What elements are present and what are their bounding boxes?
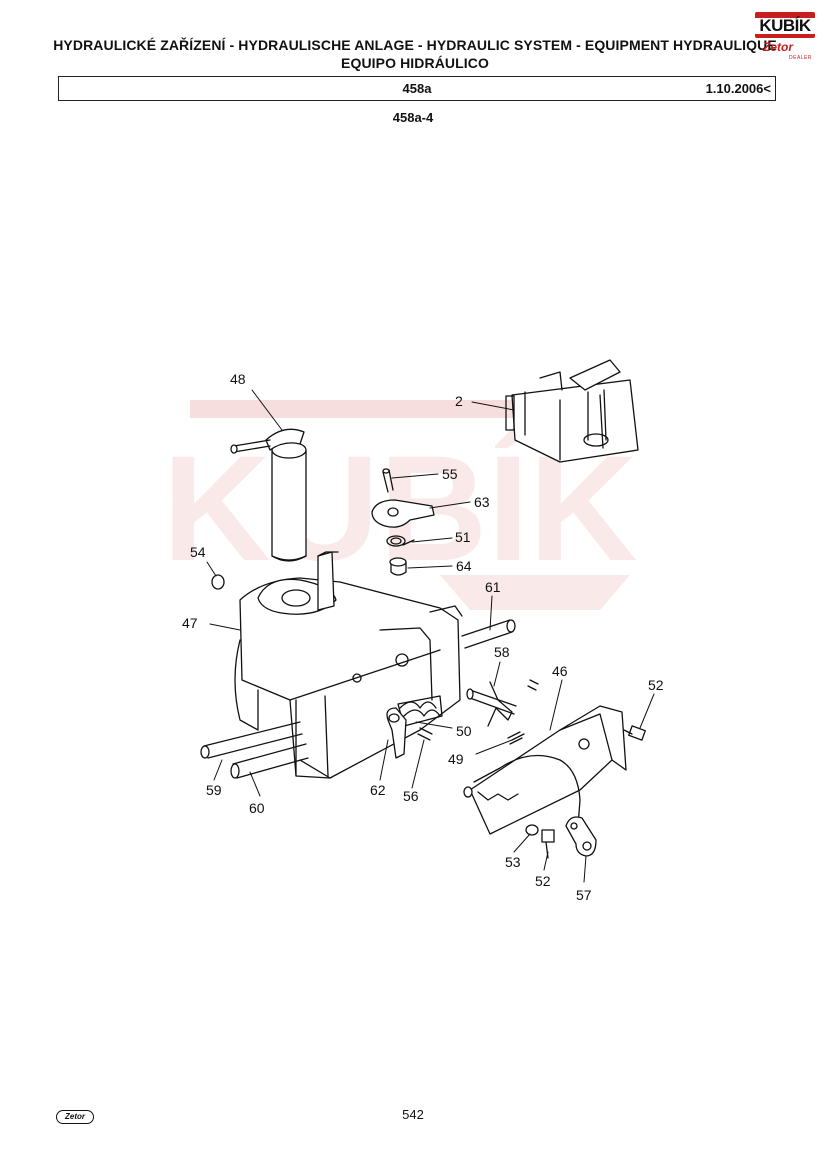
label-58: 58 [494,644,510,660]
label-56: 56 [403,788,419,804]
part-64-bushing [389,557,407,576]
label-64: 64 [456,558,472,574]
label-61: 61 [485,579,501,595]
label-63: 63 [474,494,490,510]
logo-brand: Zetor [763,40,793,54]
part-57-lever [565,816,597,857]
label-53: 53 [505,854,521,870]
section-date: 1.10.2006< [705,81,771,96]
part-53-washer [525,824,539,836]
leader-lines [206,389,655,883]
part-49-spring [507,731,525,745]
label-60: 60 [249,800,265,816]
page-title: HYDRAULICKÉ ZAŘÍZENÍ - HYDRAULISCHE ANLA… [30,36,800,72]
label-51: 51 [455,529,471,545]
part-52-bolt-top [623,725,646,741]
label-55: 55 [442,466,458,482]
label-62: 62 [370,782,386,798]
section-bar: 458a 1.10.2006< [58,76,776,101]
part-labels: 48 2 55 63 54 51 64 61 47 58 46 52 50 49… [182,371,664,903]
label-52-top: 52 [648,677,664,693]
title-line-2: EQUIPO HIDRÁULICO [341,55,489,71]
label-57: 57 [576,887,592,903]
part-59-rod [200,721,303,759]
zetor-footer-logo: Zetor [56,1110,94,1124]
part-46-plate [463,705,627,835]
part-61-shaft [461,619,516,649]
part-54-oring [211,574,225,590]
section-code: 458a [402,81,432,96]
label-54: 54 [190,544,206,560]
label-52-bottom: 52 [535,873,551,889]
figure-code: 458a-4 [392,110,434,125]
label-48: 48 [230,371,246,387]
kubik-logo: KUBÍK Zetor DEALER [755,12,815,64]
label-47: 47 [182,615,198,631]
label-49: 49 [448,751,464,767]
part-51-spring [386,535,415,547]
part-56-pin [417,727,433,741]
watermark-stripe [440,575,630,610]
page-number: 542 [402,1107,424,1122]
part-2-housing [505,359,639,463]
part-55-pin [382,468,394,493]
label-50: 50 [456,723,472,739]
label-59: 59 [206,782,222,798]
title-line-1: HYDRAULICKÉ ZAŘÍZENÍ - HYDRAULISCHE ANLA… [53,37,777,53]
part-60-rod [230,743,309,779]
label-2: 2 [455,393,463,409]
label-46: 46 [552,663,568,679]
part-58-cross [466,679,539,727]
logo-name: KUBÍK [755,17,815,34]
part-62-lever [386,707,407,759]
part-48-pin [230,428,307,562]
logo-tag: DEALER [789,55,813,61]
part-63-lever [371,499,435,528]
